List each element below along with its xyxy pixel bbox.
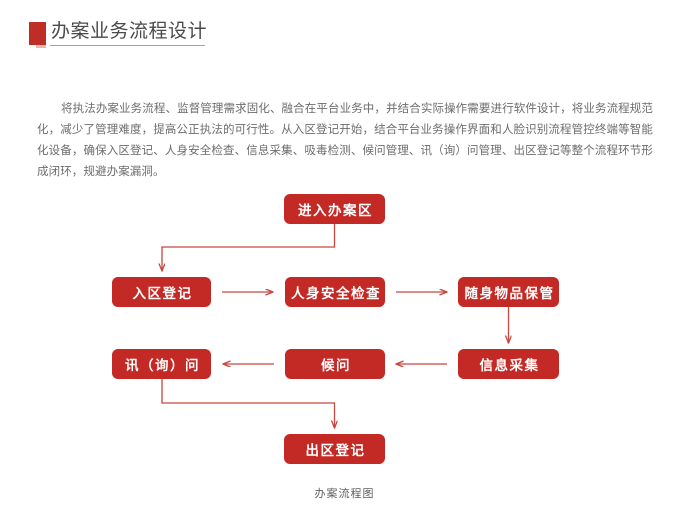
- flow-node-register[interactable]: 入区登记: [112, 277, 211, 307]
- flowchart-diagram: 进入办案区 入区登记 人身安全检查 随身物品保管 讯（询）问 候问 信息采集 出…: [0, 170, 689, 470]
- flow-node-safety[interactable]: 人身安全检查: [285, 277, 385, 307]
- flow-node-exit[interactable]: 出区登记: [284, 434, 385, 464]
- flowchart-connectors: [0, 224, 689, 470]
- flow-node-interrogation[interactable]: 讯（询）问: [112, 349, 211, 379]
- flow-node-waiting[interactable]: 候问: [285, 349, 385, 379]
- flow-node-belongings[interactable]: 随身物品保管: [458, 277, 559, 307]
- page-header: 办案业务流程设计: [0, 0, 689, 70]
- flow-node-collection[interactable]: 信息采集: [458, 349, 559, 379]
- title-underline: [50, 45, 205, 46]
- title-marker-icon: [29, 22, 46, 45]
- edge-enter-to-register: [162, 224, 336, 271]
- edge-interrog-to-exit: [161, 379, 335, 428]
- flow-node-enter[interactable]: 进入办案区: [284, 194, 385, 224]
- figure-caption: 办案流程图: [314, 487, 375, 500]
- page-title: 办案业务流程设计: [51, 20, 208, 42]
- intro-paragraph: 将执法办案业务流程、监督管理需求固化、融合在平台业务中，并结合实际操作需要进行软…: [37, 101, 653, 178]
